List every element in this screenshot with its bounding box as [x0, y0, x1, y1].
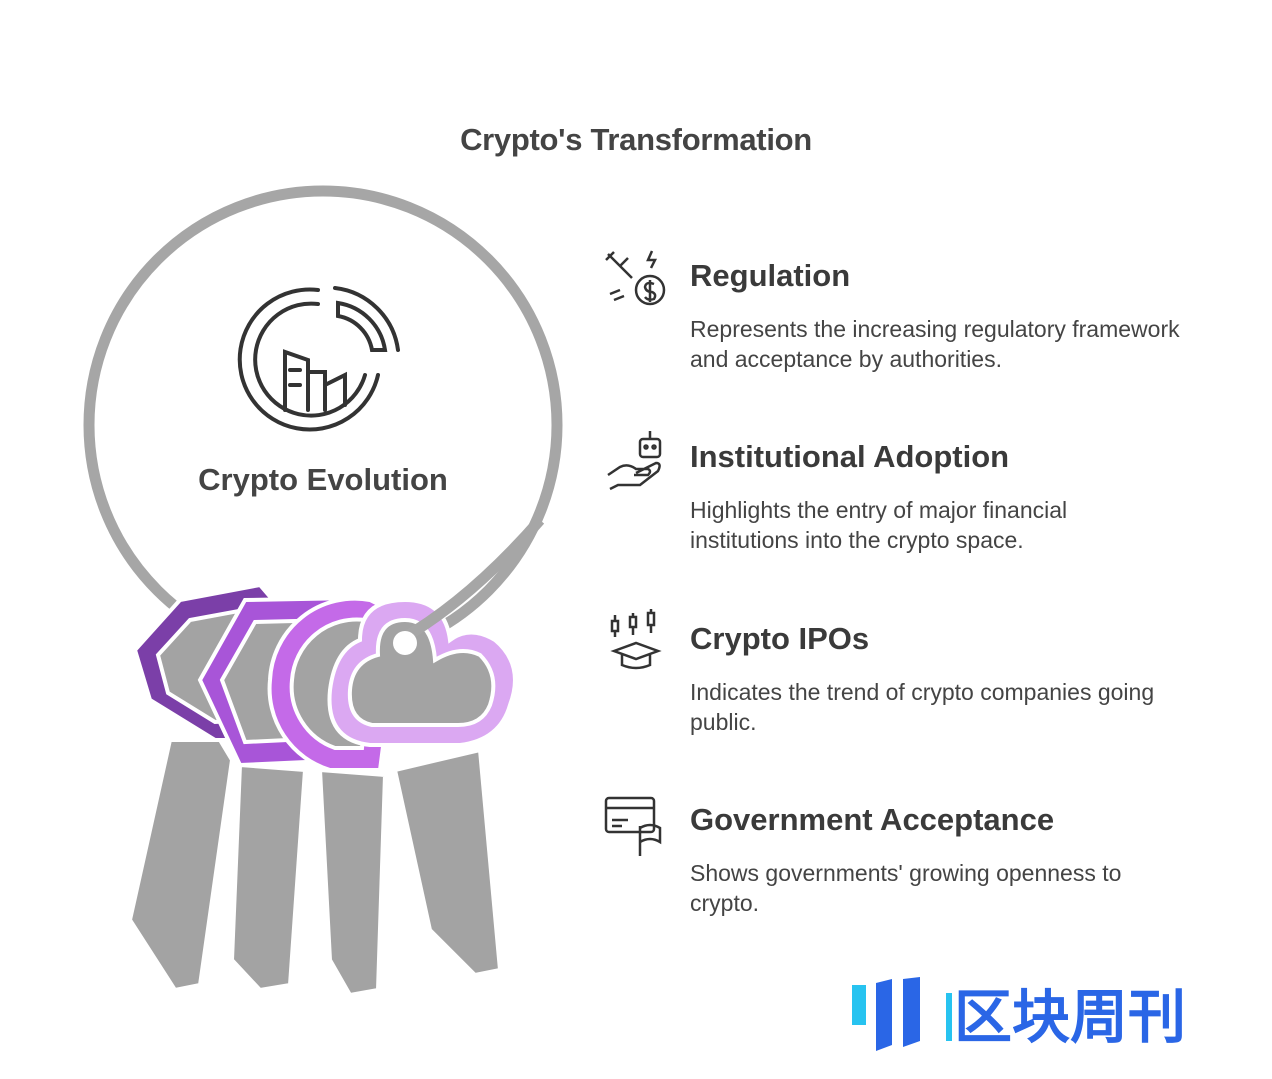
item-title: Government Acceptance	[690, 802, 1055, 837]
robot-hand-icon	[607, 431, 662, 491]
watermark-logo: 区块周刊	[852, 977, 1186, 1051]
diagram-title: Crypto's Transformation	[460, 122, 812, 157]
item-description: Represents the increasing regulatory fra…	[690, 316, 1180, 372]
item-description: Indicates the trend of crypto companies …	[690, 679, 1155, 735]
regulation-money-icon	[605, 250, 666, 306]
item-title: Crypto IPOs	[690, 621, 870, 656]
item-description: Highlights the entry of major financial …	[690, 497, 1068, 553]
keys	[127, 738, 503, 998]
key-3	[317, 767, 388, 998]
watermark-text: 区块周刊	[954, 983, 1186, 1051]
key-2	[229, 762, 308, 993]
building-chart-icon	[237, 286, 400, 432]
key-4	[392, 747, 503, 978]
card-flag-icon	[604, 796, 662, 856]
graduation-candlestick-icon	[610, 609, 662, 670]
key-tags	[132, 582, 517, 772]
item-title: Institutional Adoption	[690, 439, 1010, 474]
key-ring	[83, 185, 563, 665]
item-description: Shows governments' growing openness to c…	[690, 860, 1122, 916]
center-label: Crypto Evolution	[198, 462, 448, 497]
key-1	[127, 738, 235, 993]
item-title: Regulation	[690, 258, 851, 293]
